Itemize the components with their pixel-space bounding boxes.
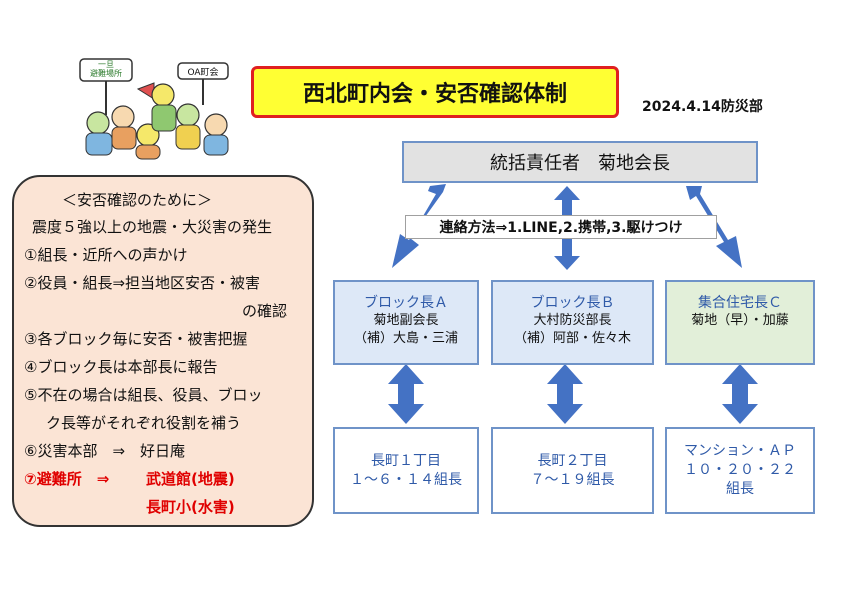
evacuation-site-flood: 長町小(水害) xyxy=(146,498,235,516)
sign-right-text: OA町会 xyxy=(187,68,219,78)
area-group-leaders: １０・２０・２２ xyxy=(684,462,796,478)
panel-line: ①組長・近所への声かけ xyxy=(24,246,188,264)
double-arrow-icon xyxy=(392,184,446,268)
page-title: 西北町内会・安否確認体制 xyxy=(251,66,619,118)
block-leader-c: 集合住宅長Ｃ 菊地（早）・加藤 xyxy=(665,280,815,365)
block-leader-name: 大村防災部長 xyxy=(533,313,612,328)
procedure-panel: ＜安否確認のために＞ 震度５強以上の地震・大災害の発生 ①組長・近所への声かけ … xyxy=(12,175,314,527)
block-leader-b: ブロック長Ｂ 大村防災部長 （補）阿部・佐々木 xyxy=(491,280,654,365)
document-date: 2024.4.14防災部 xyxy=(642,99,763,115)
panel-line: 震度５強以上の地震・大災害の発生 xyxy=(32,218,273,236)
double-arrow-icon xyxy=(686,186,742,268)
block-assistants: （補）大島・三浦 xyxy=(353,331,458,346)
panel-line: の確認 xyxy=(242,302,288,320)
area-name: 長町１丁目 xyxy=(371,452,441,469)
block-title: ブロック長Ｂ xyxy=(530,295,615,311)
area-box-nagamachi-2: 長町２丁目 ７～１９組長 xyxy=(491,427,654,514)
chief-box: 統括責任者 菊地会長 xyxy=(402,141,758,183)
area-extra: 組長 xyxy=(726,481,754,497)
block-leader-a: ブロック長Ａ 菊地副会長 （補）大島・三浦 xyxy=(333,280,479,365)
sign-left-text: 一旦 避難場所 xyxy=(90,60,122,78)
double-arrow-icon xyxy=(547,364,583,424)
panel-line: ⑤不在の場合は組長、役員、ブロッ xyxy=(24,386,263,404)
people-illustration-icon xyxy=(79,58,229,160)
panel-line: ④ブロック長は本部長に報告 xyxy=(24,358,218,376)
evacuation-label: ⑦避難所 ⇒ xyxy=(24,470,110,488)
panel-heading: ＜安否確認のために＞ xyxy=(62,191,213,209)
block-title: ブロック長Ａ xyxy=(364,295,448,311)
block-leader-name: 菊地副会長 xyxy=(373,313,439,328)
area-name: 長町２丁目 xyxy=(537,452,608,469)
area-group-leaders: ７～１９組長 xyxy=(530,471,615,488)
panel-line: ク長等がそれぞれ役割を補う xyxy=(46,414,242,432)
area-box-apartments: マンション・ＡＰ １０・２０・２２ 組長 xyxy=(665,427,815,514)
double-arrow-icon xyxy=(388,364,424,424)
panel-line: ③各ブロック毎に安否・被害把握 xyxy=(24,330,248,348)
contact-methods-box: 連絡方法⇒1.LINE,2.携帯,3.駆けつけ xyxy=(405,215,717,239)
panel-line: ②役員・組長⇒担当地区安否・被害 xyxy=(24,274,261,292)
panel-line: ⑥災害本部 ⇒ 好日庵 xyxy=(24,442,186,460)
double-arrow-icon xyxy=(722,364,758,424)
area-group-leaders: １～６・１４組長 xyxy=(350,471,462,488)
block-leader-name: 菊地（早）・加藤 xyxy=(691,313,789,328)
evacuation-site-earthquake: 武道館(地震) xyxy=(146,470,235,488)
disaster-drill-illustration: 一旦 避難場所 OA町会 xyxy=(68,55,238,160)
area-box-nagamachi-1: 長町１丁目 １～６・１４組長 xyxy=(333,427,479,514)
area-name: マンション・ＡＰ xyxy=(684,443,796,459)
block-title: 集合住宅長Ｃ xyxy=(698,295,782,311)
block-assistants: （補）阿部・佐々木 xyxy=(513,331,631,346)
